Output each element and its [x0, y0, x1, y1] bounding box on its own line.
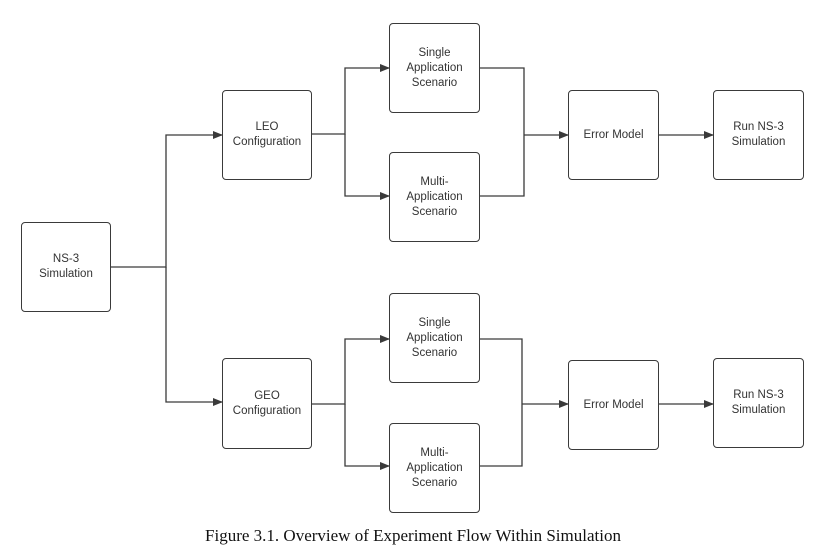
figure-caption: Figure 3.1. Overview of Experiment Flow …: [205, 526, 621, 545]
node-leo-multi-application: Multi- Application Scenario: [389, 152, 480, 242]
flow-connectors: [111, 64, 714, 470]
connector-leo-to-multi: [344, 134, 390, 200]
connector-geo-multi-to-error: [480, 404, 523, 467]
node-leo-error-model: Error Model: [568, 90, 659, 180]
node-leo-multi-application-label: Multi- Application Scenario: [406, 175, 463, 218]
node-geo-multi-application-label: Multi- Application Scenario: [406, 446, 463, 489]
node-leo-run-ns3: Run NS-3 Simulation: [713, 90, 804, 180]
connector-leo-to-single: [312, 64, 390, 135]
node-leo-run-ns3-label: Run NS-3 Simulation: [731, 121, 786, 148]
node-geo-run-ns3: Run NS-3 Simulation: [713, 358, 804, 448]
node-geo-configuration-label: GEO Configuration: [232, 389, 302, 417]
connector-geo-to-multi: [344, 404, 390, 470]
connector-geo-to-single: [312, 335, 390, 405]
node-leo-error-model-label: Error Model: [583, 128, 644, 141]
node-geo-error-model-label: Error Model: [583, 398, 644, 411]
connector-geo-single-to-error: [480, 338, 523, 404]
connector-leo-single-to-error: [480, 67, 525, 135]
node-geo-multi-application: Multi- Application Scenario: [389, 423, 480, 513]
node-geo-error-model: Error Model: [568, 360, 659, 450]
node-ns3-simulation-label: NS-3 Simulation: [39, 253, 93, 280]
node-leo-single-application-label: Single Application Scenario: [406, 46, 463, 89]
node-ns3-simulation: NS-3 Simulation: [21, 222, 111, 312]
connector-leo-multi-to-error: [480, 135, 525, 197]
connector-ns3-to-leo: [111, 131, 223, 268]
node-leo-single-application: Single Application Scenario: [389, 23, 480, 113]
node-leo-configuration-label: LEO Configuration: [232, 121, 302, 148]
node-geo-run-ns3-label: Run NS-3 Simulation: [731, 389, 786, 416]
connector-ns3-to-geo: [165, 267, 223, 406]
node-geo-single-application-label: Single Application Scenario: [406, 316, 463, 359]
node-leo-configuration: LEO Configuration: [222, 90, 312, 180]
node-geo-single-application: Single Application Scenario: [389, 293, 480, 383]
node-geo-configuration: GEO Configuration: [222, 358, 312, 449]
